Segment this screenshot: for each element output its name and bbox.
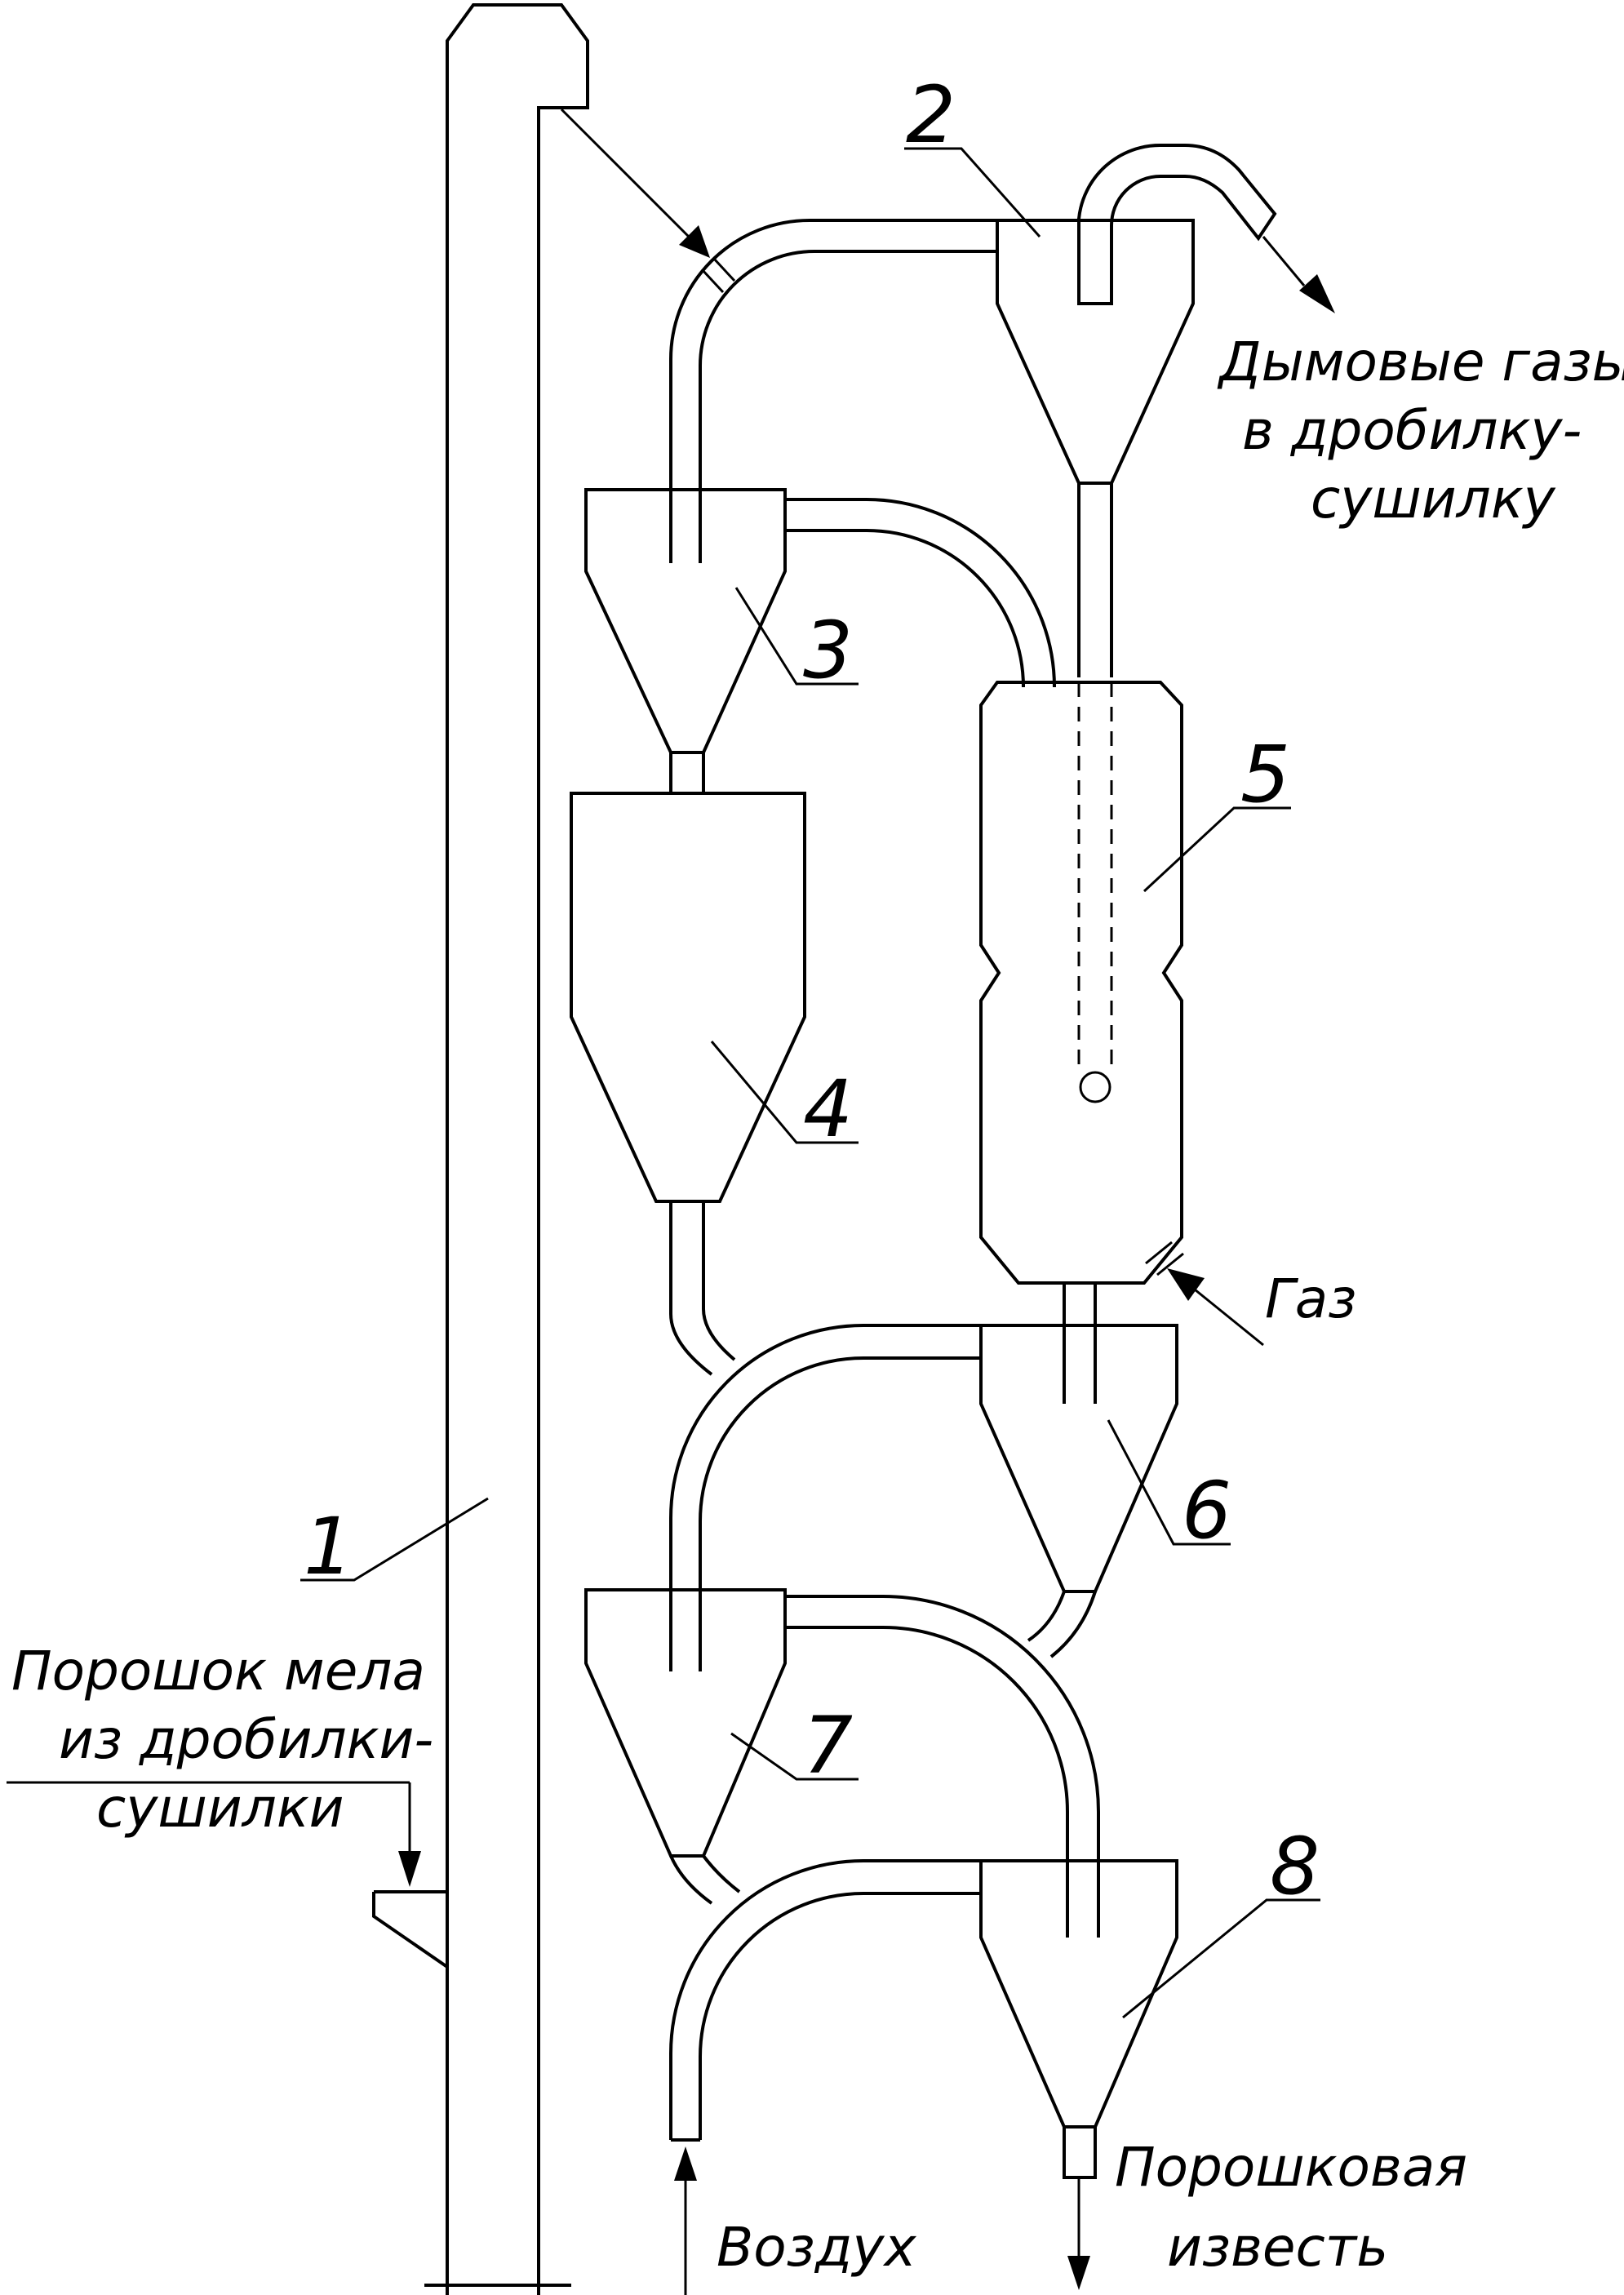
- lime-out-arrow: [1067, 2177, 1090, 2290]
- pipe-cyclone-6-down: [1027, 1591, 1097, 1658]
- label-5: 5: [1240, 729, 1290, 820]
- cyclone-8: [979, 1859, 1178, 2179]
- flue-gas-arrow: [1262, 236, 1335, 313]
- pipe-cyclone-3-to-furnace-5: [785, 498, 1056, 688]
- air-label: Воздух: [717, 2216, 916, 2279]
- label-4: 4: [803, 1063, 853, 1155]
- gas-label: Газ: [1265, 1267, 1356, 1330]
- chalk-label-line-2: из дробилки-: [59, 1708, 433, 1771]
- lime-label-line-1: Порошковая: [1115, 2136, 1467, 2199]
- leader-3: 3: [734, 587, 859, 696]
- leader-7: 7: [730, 1700, 859, 1791]
- leader-4: 4: [710, 1041, 859, 1155]
- cyclone-2: [996, 219, 1195, 677]
- gas-inlet: [1145, 1241, 1264, 1347]
- chalk-label-line-1: Порошок мела: [11, 1640, 425, 1702]
- leader-1: 1: [300, 1497, 489, 1592]
- lime-label-line-2: известь: [1167, 2216, 1388, 2279]
- pipe-cyclone-7-down: [669, 1854, 741, 1905]
- leader-2: 2: [904, 69, 1041, 237]
- pipe-furnace-5-to-cyclone-6: [1063, 1283, 1097, 1404]
- label-8: 8: [1270, 1821, 1320, 1912]
- label-3: 3: [803, 605, 853, 696]
- cyclone-7: [584, 1588, 787, 1858]
- elevator-1: [372, 3, 589, 2295]
- flue-gas-label-line-1: Дымовые газы: [1217, 331, 1624, 393]
- label-6: 6: [1182, 1465, 1231, 1556]
- label-1: 1: [304, 1501, 353, 1592]
- leader-5: 5: [1143, 729, 1291, 893]
- feed-arrow-top: [560, 108, 710, 258]
- label-2: 2: [906, 69, 956, 161]
- pipe-cyclone-6-to-cyclone-7: [669, 1324, 981, 1671]
- furnace-5: [979, 681, 1183, 1285]
- air-pipe: [669, 1859, 981, 2142]
- leader-8: 8: [1122, 1821, 1320, 2019]
- bunker-4: [570, 792, 806, 1203]
- pipe-flue-gas-out: [1077, 143, 1277, 305]
- flue-gas-label-line-3: сушилку: [1311, 468, 1556, 530]
- leader-6: 6: [1107, 1419, 1231, 1556]
- chalk-label-line-3: сушилки: [96, 1777, 344, 1840]
- pipe-elevator-to-cyclone-2: [669, 219, 997, 563]
- pipe-cyclone-7-to-cyclone-8: [785, 1595, 1100, 1938]
- flue-gas-label-line-2: в дробилку-: [1242, 399, 1582, 462]
- chalk-feed-arrow: [7, 1781, 421, 1887]
- cyclone-3: [584, 488, 787, 793]
- pipe-bunker-4-to-cyclone-6: [669, 1201, 736, 1376]
- cyclone-6: [979, 1324, 1178, 1593]
- label-7: 7: [803, 1700, 853, 1791]
- air-arrow: [674, 2146, 697, 2295]
